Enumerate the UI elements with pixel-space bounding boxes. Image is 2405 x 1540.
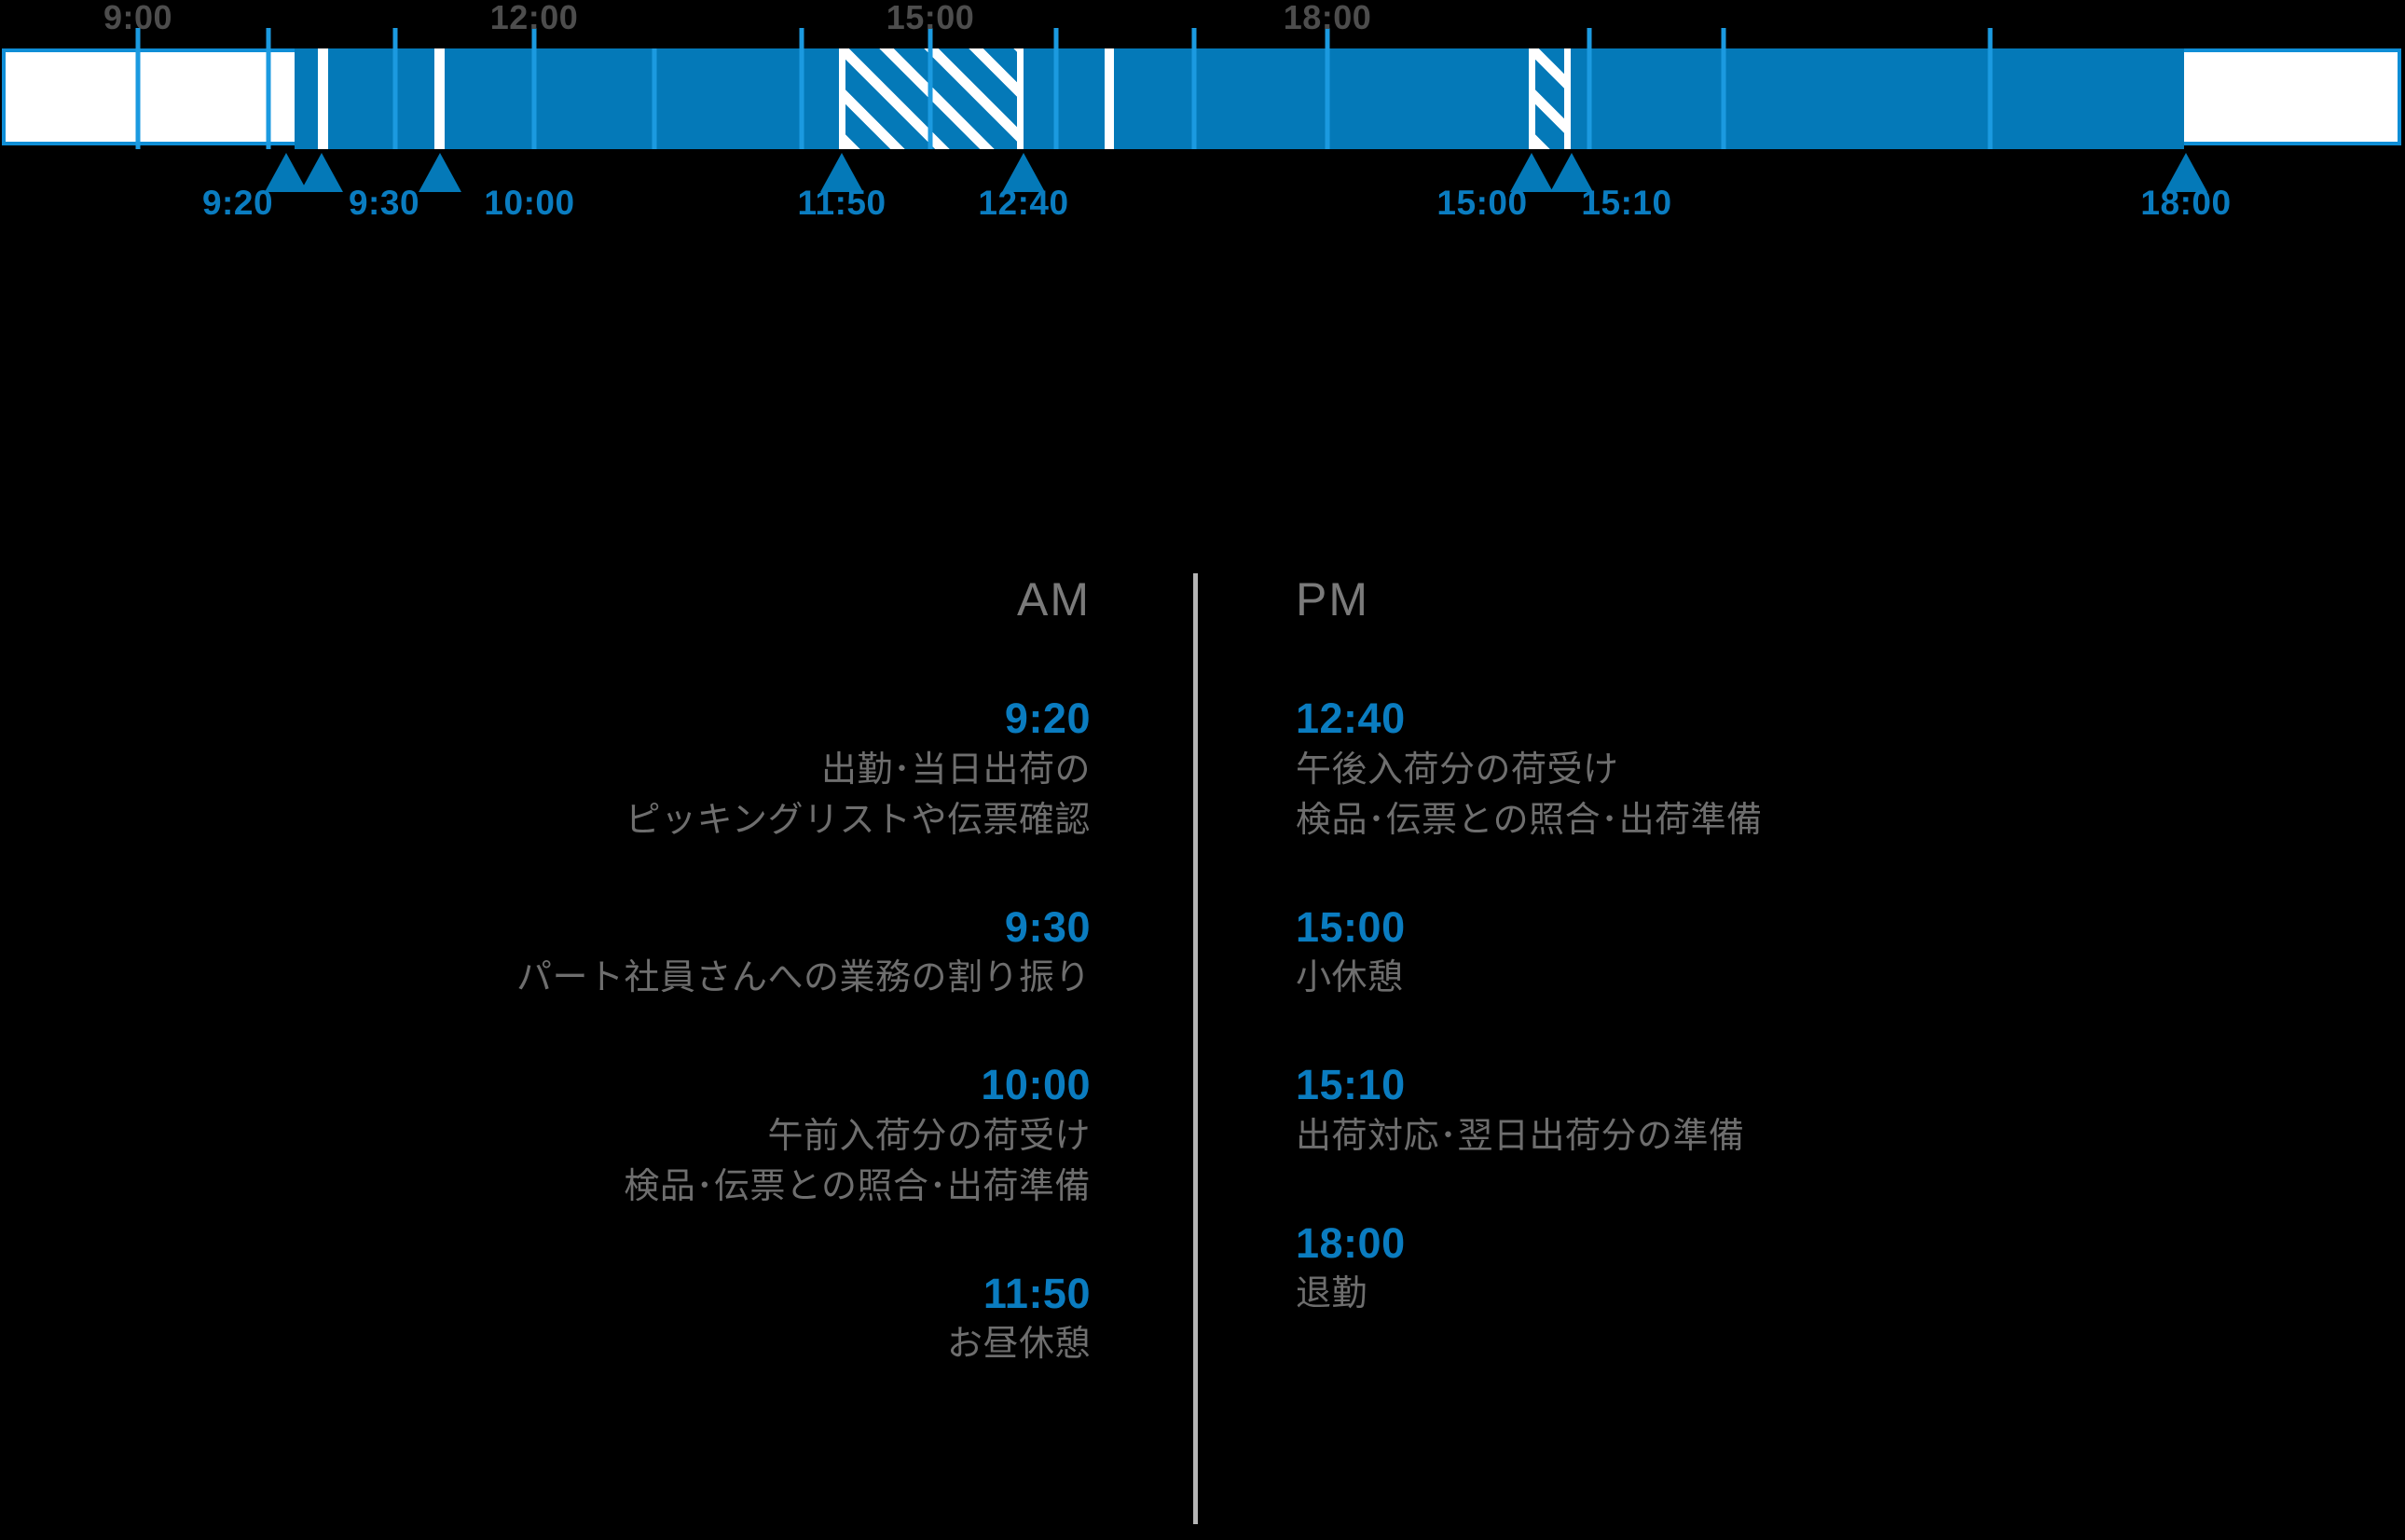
schedule-entry: 18:00 退勤 bbox=[1296, 1217, 2405, 1321]
timeline-chart: 9:00 12:00 15:00 18:00 9:20 9:30 10:00 1… bbox=[0, 0, 2405, 242]
entry-description: 小休憩 bbox=[1296, 958, 1404, 998]
schedule-column-pm: PM 12:40 午後入荷分の荷受け 検品･伝票との照合･出荷準備 15:00 … bbox=[1193, 559, 2405, 1540]
marker-label-0930: 9:30 bbox=[348, 184, 420, 222]
entry-time: 15:10 bbox=[1296, 1061, 1406, 1109]
marker-arrow-1500 bbox=[1510, 153, 1553, 192]
marker-label-1510: 15:10 bbox=[1581, 184, 1672, 222]
marker-label-1500: 15:00 bbox=[1436, 184, 1528, 222]
timeline-worked-fill bbox=[295, 48, 2184, 149]
marker-arrow-1240 bbox=[1002, 153, 1045, 192]
marker-arrow-1800 bbox=[2164, 153, 2207, 192]
entry-description: 午後入荷分の荷受け 検品･伝票との照合･出荷準備 bbox=[1296, 749, 1763, 840]
entry-time: 18:00 bbox=[1296, 1218, 1406, 1267]
minor-tick-1345 bbox=[1053, 28, 1059, 149]
minor-tick-1030 bbox=[392, 28, 398, 149]
schedule-entry: 15:00 小休憩 bbox=[1296, 901, 2405, 1005]
minor-tick-1545 bbox=[1587, 28, 1592, 149]
marker-arrow-1510 bbox=[1550, 153, 1593, 192]
entry-time: 10:00 bbox=[981, 1061, 1091, 1109]
minor-tick-1630 bbox=[1721, 28, 1726, 149]
marker-label-1800: 18:00 bbox=[2140, 184, 2232, 222]
schedule-entry: 9:30 パート社員さんへの業務の割り振り bbox=[0, 901, 1091, 1005]
schedule-column-am: AM 9:20 出勤･当日出荷の ピッキングリストや伝票確認 9:30 パート社… bbox=[0, 559, 1193, 1540]
schedule-list: AM 9:20 出勤･当日出荷の ピッキングリストや伝票確認 9:30 パート社… bbox=[0, 559, 2405, 1540]
entry-time: 9:30 bbox=[1004, 902, 1091, 951]
minor-tick-1430 bbox=[1191, 28, 1197, 149]
column-heading-am: AM bbox=[1017, 573, 1091, 626]
entry-time: 15:00 bbox=[1296, 902, 1406, 951]
hour-label-1800: 18:00 bbox=[1283, 0, 1372, 36]
timeline-break-short bbox=[1529, 48, 1571, 149]
marker-label-1240: 12:40 bbox=[978, 184, 1069, 222]
entry-description: 午前入荷分の荷受け 検品･伝票との照合･出荷準備 bbox=[624, 1116, 1091, 1206]
minor-tick-1730 bbox=[1987, 28, 1993, 149]
marker-arrow-1150 bbox=[820, 153, 863, 192]
entry-time: 11:50 bbox=[983, 1269, 1091, 1317]
timeline-gap-1000 bbox=[434, 48, 445, 149]
hour-label-1500: 15:00 bbox=[886, 0, 975, 36]
entry-description: 出荷対応･翌日出荷分の準備 bbox=[1296, 1116, 1745, 1156]
minor-tick-1145 bbox=[799, 28, 804, 149]
marker-label-1000: 10:00 bbox=[484, 184, 575, 222]
marker-label-1150: 11:50 bbox=[797, 184, 886, 222]
schedule-entry: 12:40 午後入荷分の荷受け 検品･伝票との照合･出荷準備 bbox=[1296, 692, 2405, 846]
marker-arrow-1000 bbox=[419, 153, 461, 192]
column-divider bbox=[1193, 573, 1198, 1524]
timeline-gap-0930 bbox=[318, 48, 328, 149]
hour-tick-1200 bbox=[531, 28, 537, 149]
entry-description: お昼休憩 bbox=[946, 1325, 1091, 1365]
timeline-gap-1330 bbox=[1105, 48, 1114, 149]
column-heading-pm: PM bbox=[1296, 573, 1369, 626]
entry-description: 出勤･当日出荷の ピッキングリストや伝票確認 bbox=[625, 749, 1091, 840]
entry-time: 12:40 bbox=[1296, 694, 1406, 742]
marker-label-0920: 9:20 bbox=[201, 184, 274, 222]
schedule-entry: 9:20 出勤･当日出荷の ピッキングリストや伝票確認 bbox=[0, 692, 1091, 846]
hour-tick-1500 bbox=[928, 28, 933, 149]
entry-description: パート社員さんへの業務の割り振り bbox=[515, 958, 1091, 998]
minor-tick-0945 bbox=[266, 28, 271, 149]
entry-description: 退勤 bbox=[1296, 1274, 1368, 1314]
hour-tick-1800 bbox=[1325, 28, 1330, 149]
hour-label-1200: 12:00 bbox=[489, 0, 579, 36]
marker-arrow-0930 bbox=[300, 153, 343, 192]
minor-tick-1230 bbox=[652, 48, 657, 149]
schedule-entry: 10:00 午前入荷分の荷受け 検品･伝票との照合･出荷準備 bbox=[0, 1058, 1091, 1213]
schedule-entry: 11:50 お昼休憩 bbox=[0, 1267, 1091, 1371]
schedule-entry: 15:10 出荷対応･翌日出荷分の準備 bbox=[1296, 1058, 2405, 1162]
entry-time: 9:20 bbox=[1004, 694, 1091, 742]
hour-label-0900: 9:00 bbox=[103, 0, 173, 36]
hour-tick-0900 bbox=[135, 28, 141, 149]
